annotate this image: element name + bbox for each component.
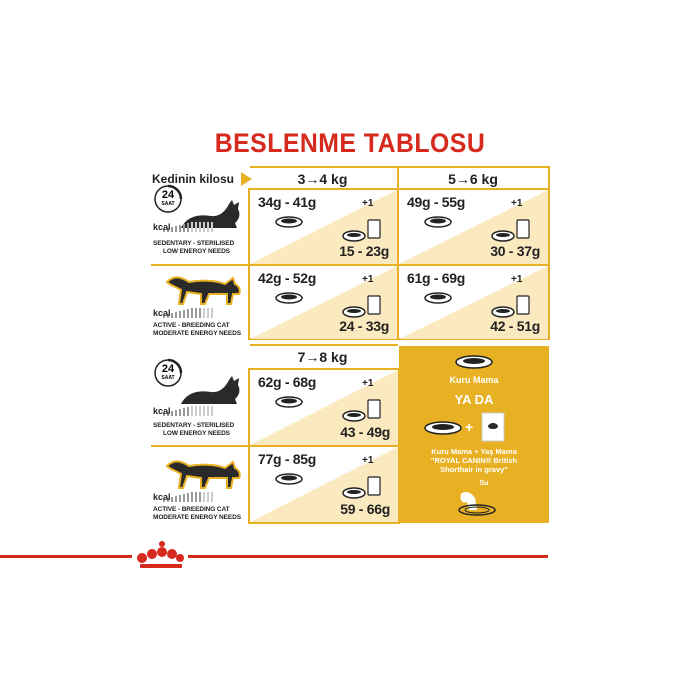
clock-24h-icon xyxy=(154,184,183,213)
plus-one-label: +1 xyxy=(362,378,374,389)
legend-plus-label: + xyxy=(465,419,474,435)
activity-line-2: LOW ENERGY NEEDS xyxy=(163,248,230,255)
dry-food-amount: 62g - 68g xyxy=(258,374,316,390)
walking-cat-icon xyxy=(165,276,241,305)
dry-bowl-icon xyxy=(455,355,493,369)
water-bowl-icon xyxy=(458,491,496,516)
column-header-5-6kg: 5→6 kg xyxy=(448,171,498,187)
plus-one-label: +1 xyxy=(362,198,374,209)
legend-mix-line-2: "ROYAL CANIN® British xyxy=(430,456,518,465)
mixed-bowl-pouch-icon xyxy=(342,219,381,242)
dry-food-amount: 49g - 55g xyxy=(407,194,465,210)
cell-5-6kg-sedentary: 49g - 55g +1 30 - 37g xyxy=(399,190,548,264)
clock-unit: SAAT xyxy=(161,375,175,381)
row-divider xyxy=(248,445,400,447)
row-label-sedentary: 24 SAAT kcal SEDENTARY - STERILISED LOW … xyxy=(151,356,248,444)
kcal-label: kcal xyxy=(153,222,171,232)
sitting-cat-icon xyxy=(181,376,240,404)
header-divider xyxy=(250,344,398,346)
dry-food-amount: 34g - 41g xyxy=(258,194,316,210)
activity-line-1: SEDENTARY - STERILISED xyxy=(153,240,235,247)
mixed-bowl-pouch-icon xyxy=(342,295,381,318)
mixed-food-amount: 24 - 33g xyxy=(339,318,389,334)
legend-mix-line-3: Shorthair in gravy" xyxy=(440,465,508,474)
row-label-sedentary: 24 SAAT kcal SEDENTARY - STERILISED LOW … xyxy=(151,182,248,264)
activity-line-2: MODERATE ENERGY NEEDS xyxy=(153,330,241,337)
row-divider xyxy=(248,264,550,266)
cell-7-8kg-active: 77g - 85g +1 59 - 66g xyxy=(250,447,398,522)
dry-bowl-icon xyxy=(424,421,462,435)
walking-cat-icon xyxy=(165,460,241,489)
weight-label: Kedinin kilosu xyxy=(152,172,235,186)
header-divider xyxy=(250,166,550,168)
sitting-cat-icon xyxy=(181,200,240,228)
legend-or-label: YA DA xyxy=(454,392,494,407)
legend-mix-line-1: Kuru Mama + Yaş Mama xyxy=(431,447,517,456)
mixed-bowl-pouch-icon xyxy=(342,399,381,422)
clock-hours: 24 xyxy=(161,189,175,201)
mixed-food-amount: 42 - 51g xyxy=(490,318,540,334)
wet-food-pouch-icon xyxy=(481,412,505,442)
kcal-label: kcal xyxy=(153,492,171,502)
dry-food-amount: 77g - 85g xyxy=(258,451,316,467)
plus-one-label: +1 xyxy=(362,274,374,285)
cell-5-6kg-active: 61g - 69g +1 42 - 51g xyxy=(399,266,548,339)
row-label-active: kcal ACTIVE - BREEDING CAT MODERATE ENER… xyxy=(151,268,248,340)
clock-24h-icon xyxy=(154,358,183,387)
mixed-food-amount: 30 - 37g xyxy=(490,243,540,259)
clock-hours: 24 xyxy=(161,363,175,375)
activity-line-1: ACTIVE - BREEDING CAT xyxy=(153,322,230,329)
column-divider xyxy=(397,166,399,340)
energy-bars-icon xyxy=(163,308,213,318)
activity-line-1: ACTIVE - BREEDING CAT xyxy=(153,506,230,513)
plus-one-label: +1 xyxy=(511,198,523,209)
label-divider xyxy=(151,445,248,447)
legend-dry-label: Kuru Mama xyxy=(449,375,499,385)
cell-7-8kg-sedentary: 62g - 68g +1 43 - 49g xyxy=(250,370,398,445)
energy-bars-icon xyxy=(163,492,213,502)
dry-bowl-icon xyxy=(275,396,303,408)
column-header-7-8kg: 7→8 kg xyxy=(297,349,348,365)
column-divider xyxy=(548,166,550,190)
energy-bars-icon xyxy=(163,222,213,232)
plus-one-label: +1 xyxy=(362,455,374,466)
dry-bowl-icon xyxy=(424,216,452,228)
energy-bars-icon xyxy=(163,406,213,416)
arrow-right-icon xyxy=(241,172,252,186)
plus-one-label: +1 xyxy=(511,274,523,285)
dry-bowl-icon xyxy=(275,473,303,485)
footer-divider xyxy=(0,555,548,558)
legend-water-label: Su xyxy=(479,480,489,487)
cell-3-4kg-sedentary: 34g - 41g +1 15 - 23g xyxy=(250,190,397,264)
column-header-3-4kg: 3→4 kg xyxy=(297,171,348,187)
dry-food-amount: 61g - 69g xyxy=(407,270,465,286)
row-label-active: kcal ACTIVE - BREEDING CAT MODERATE ENER… xyxy=(151,450,248,522)
mixed-food-amount: 59 - 66g xyxy=(340,501,390,517)
activity-line-2: LOW ENERGY NEEDS xyxy=(163,430,230,437)
activity-line-2: MODERATE ENERGY NEEDS xyxy=(153,514,241,521)
activity-line-1: SEDENTARY - STERILISED xyxy=(153,422,235,429)
mixed-bowl-pouch-icon xyxy=(491,295,530,318)
clock-unit: SAAT xyxy=(161,201,175,207)
cell-3-4kg-active: 42g - 52g +1 24 - 33g xyxy=(250,266,397,339)
royal-canin-crown-logo xyxy=(132,540,188,574)
dry-bowl-icon xyxy=(275,216,303,228)
mixed-food-amount: 43 - 49g xyxy=(340,424,390,440)
kcal-label: kcal xyxy=(153,406,171,416)
kcal-label: kcal xyxy=(153,308,171,318)
mixed-bowl-pouch-icon xyxy=(491,219,530,242)
mixed-bowl-pouch-icon xyxy=(342,476,381,499)
page-title: BESLENME TABLOSU xyxy=(214,128,486,158)
dry-food-amount: 42g - 52g xyxy=(258,270,316,286)
mixed-food-amount: 15 - 23g xyxy=(339,243,389,259)
dry-bowl-icon xyxy=(424,292,452,304)
dry-bowl-icon xyxy=(275,292,303,304)
label-divider xyxy=(151,264,248,266)
legend-box: Kuru Mama YA DA + Kuru Mama + Yaş Mama "… xyxy=(399,346,549,523)
